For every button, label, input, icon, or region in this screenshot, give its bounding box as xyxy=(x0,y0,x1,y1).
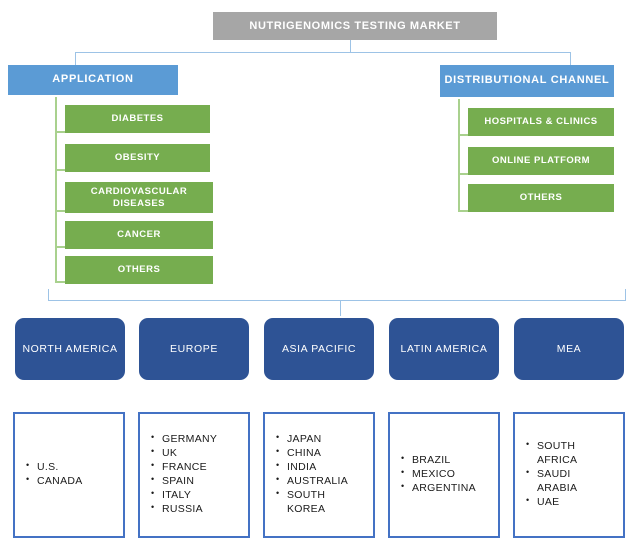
country-box-mea: SOUTH AFRICASAUDI ARABIAUAE xyxy=(513,412,625,538)
country-list-item: UAE xyxy=(526,495,577,510)
category-label-distributional-channel: DISTRIBUTIONAL CHANNEL xyxy=(444,74,610,87)
country-list-item: FRANCE xyxy=(151,460,217,475)
leaf-box-cancer: CANCER xyxy=(65,221,213,249)
connector-to-application xyxy=(75,52,76,66)
leaf-label-cardiovascular-diseases: CARDIOVASCULAR DISEASES xyxy=(90,185,188,209)
country-list-item: ARGENTINA xyxy=(401,481,476,496)
connector-regions-right-end xyxy=(625,289,626,301)
region-label-europe: EUROPE xyxy=(170,342,218,355)
connector-stub-diabetes xyxy=(55,131,67,133)
region-label-asia-pacific: ASIA PACIFIC xyxy=(281,342,357,355)
leaf-label-others-application: OTHERS xyxy=(117,264,161,276)
root-title-label: NUTRIGENOMICS TESTING MARKET xyxy=(249,20,461,32)
connector-stub-hospitals-clinics xyxy=(458,134,470,136)
leaf-label-diabetes: DIABETES xyxy=(111,113,164,125)
category-header-distributional-channel: DISTRIBUTIONAL CHANNEL xyxy=(440,65,614,97)
region-box-latin-america: LATIN AMERICA xyxy=(389,318,499,380)
region-box-asia-pacific: ASIA PACIFIC xyxy=(264,318,374,380)
leaf-box-obesity: OBESITY xyxy=(65,144,210,172)
country-list-europe: GERMANYUKFRANCESPAINITALYRUSSIA xyxy=(140,432,217,517)
connector-regions-horizontal xyxy=(48,300,625,301)
connector-stub-others-application xyxy=(55,281,67,283)
leaf-box-others-application: OTHERS xyxy=(65,256,213,284)
connector-root-stem xyxy=(350,40,351,53)
connector-spine-channel xyxy=(458,99,460,211)
country-box-asia-pacific: JAPANCHINAINDIAAUSTRALIASOUTH KOREA xyxy=(263,412,375,538)
country-list-north-america: U.S.CANADA xyxy=(15,460,83,489)
country-list-item: SAUDI ARABIA xyxy=(526,467,577,496)
country-list-mea: SOUTH AFRICASAUDI ARABIAUAE xyxy=(515,439,577,510)
region-label-mea: MEA xyxy=(556,342,582,355)
country-list-item: SPAIN xyxy=(151,474,217,489)
country-box-north-america: U.S.CANADA xyxy=(13,412,125,538)
leaf-box-diabetes: DIABETES xyxy=(65,105,210,133)
connector-root-horizontal xyxy=(75,52,571,53)
country-list-item: UK xyxy=(151,446,217,461)
leaf-label-obesity: OBESITY xyxy=(114,152,161,164)
country-list-item: AUSTRALIA xyxy=(276,474,348,489)
country-list-item: CHINA xyxy=(276,446,348,461)
country-list-item: JAPAN xyxy=(276,432,348,447)
region-box-north-america: NORTH AMERICA xyxy=(15,318,125,380)
connector-regions-stem xyxy=(340,300,341,316)
country-list-latin-america: BRAZILMEXICOARGENTINA xyxy=(390,453,476,496)
category-label-application: APPLICATION xyxy=(52,73,134,86)
country-list-item: INDIA xyxy=(276,460,348,475)
region-label-north-america: NORTH AMERICA xyxy=(22,342,118,355)
country-box-europe: GERMANYUKFRANCESPAINITALYRUSSIA xyxy=(138,412,250,538)
leaf-label-cancer: CANCER xyxy=(117,229,161,241)
country-list-item: ITALY xyxy=(151,488,217,503)
connector-stub-online-platform xyxy=(458,173,470,175)
category-header-application: APPLICATION xyxy=(8,65,178,95)
leaf-box-others-channel: OTHERS xyxy=(468,184,614,212)
connector-to-channel xyxy=(570,52,571,66)
country-list-asia-pacific: JAPANCHINAINDIAAUSTRALIASOUTH KOREA xyxy=(265,432,348,517)
connector-stub-others-channel xyxy=(458,210,470,212)
country-list-item: GERMANY xyxy=(151,432,217,447)
leaf-label-hospitals-clinics: HOSPITALS & CLINICS xyxy=(484,116,598,128)
root-title-box: NUTRIGENOMICS TESTING MARKET xyxy=(213,12,497,40)
country-list-item: SOUTH KOREA xyxy=(276,488,348,517)
leaf-label-online-platform: ONLINE PLATFORM xyxy=(491,155,591,167)
region-box-europe: EUROPE xyxy=(139,318,249,380)
country-list-item: BRAZIL xyxy=(401,453,476,468)
connector-regions-left-end xyxy=(48,289,49,301)
connector-stub-cancer xyxy=(55,246,67,248)
leaf-label-others-channel: OTHERS xyxy=(519,192,563,204)
country-list-item: RUSSIA xyxy=(151,502,217,517)
connector-stub-obesity xyxy=(55,169,67,171)
leaf-box-hospitals-clinics: HOSPITALS & CLINICS xyxy=(468,108,614,136)
leaf-box-cardiovascular-diseases: CARDIOVASCULAR DISEASES xyxy=(65,182,213,213)
country-list-item: SOUTH AFRICA xyxy=(526,439,577,468)
country-list-item: MEXICO xyxy=(401,467,476,482)
connector-stub-cardiovascular xyxy=(55,210,67,212)
connector-spine-application xyxy=(55,97,57,282)
region-label-latin-america: LATIN AMERICA xyxy=(400,342,488,355)
leaf-box-online-platform: ONLINE PLATFORM xyxy=(468,147,614,175)
country-box-latin-america: BRAZILMEXICOARGENTINA xyxy=(388,412,500,538)
region-box-mea: MEA xyxy=(514,318,624,380)
country-list-item: CANADA xyxy=(26,474,83,489)
country-list-item: U.S. xyxy=(26,460,83,475)
